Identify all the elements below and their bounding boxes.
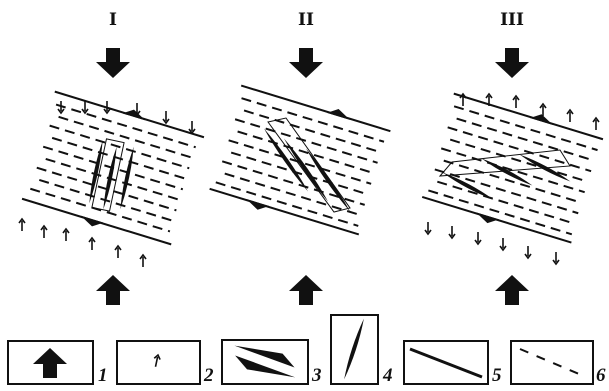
legend-item-3: 3 — [221, 339, 322, 386]
panel-II: II — [209, 10, 391, 305]
dashed-foliation — [428, 105, 598, 236]
legend-item-1: 1 — [7, 340, 108, 386]
panel-III: III — [421, 10, 604, 305]
legend-number-4: 4 — [382, 365, 393, 386]
legend-box — [221, 339, 309, 385]
compression-arrow-icon — [495, 275, 529, 305]
panel-I: I — [18, 10, 205, 305]
small-arrows-top — [459, 93, 600, 131]
lens-outline — [267, 117, 351, 213]
zone-boundary — [240, 84, 391, 133]
legend-item-4: 4 — [330, 314, 393, 386]
dashed-foliation — [215, 97, 385, 227]
legend-number-1: 1 — [98, 365, 108, 386]
legend-number-2: 2 — [203, 365, 214, 386]
legend-item-2: 2 — [116, 340, 214, 386]
legend-number-3: 3 — [311, 365, 322, 386]
solid-line-icon — [409, 347, 483, 379]
legend-box — [116, 340, 201, 385]
small-arrows-bottom — [18, 218, 147, 268]
compression-arrow-icon — [96, 48, 130, 78]
panel-label-II: II — [298, 10, 314, 30]
legend: 1 2 3 4 5 — [7, 314, 606, 386]
compression-arrow-icon — [289, 275, 323, 305]
legend-item-6: 6 — [510, 340, 606, 386]
lens-outline — [438, 149, 571, 177]
dashed-line-icon — [519, 348, 587, 378]
legend-item-5: 5 — [403, 340, 502, 386]
panel-label-I: I — [109, 10, 117, 30]
legend-number-5: 5 — [492, 365, 502, 386]
small-arrows-bottom — [424, 221, 560, 265]
zone-boundary — [453, 92, 604, 141]
panel-label-III: III — [500, 10, 524, 30]
zone-boundary — [209, 187, 360, 236]
compression-arrow-icon — [289, 48, 323, 78]
lens-icon — [262, 127, 310, 193]
compression-arrow-icon — [495, 48, 529, 78]
legend-box — [510, 340, 594, 385]
lens-outline — [91, 138, 125, 212]
compression-arrow-icon — [96, 275, 130, 305]
legend-number-6: 6 — [596, 365, 606, 386]
